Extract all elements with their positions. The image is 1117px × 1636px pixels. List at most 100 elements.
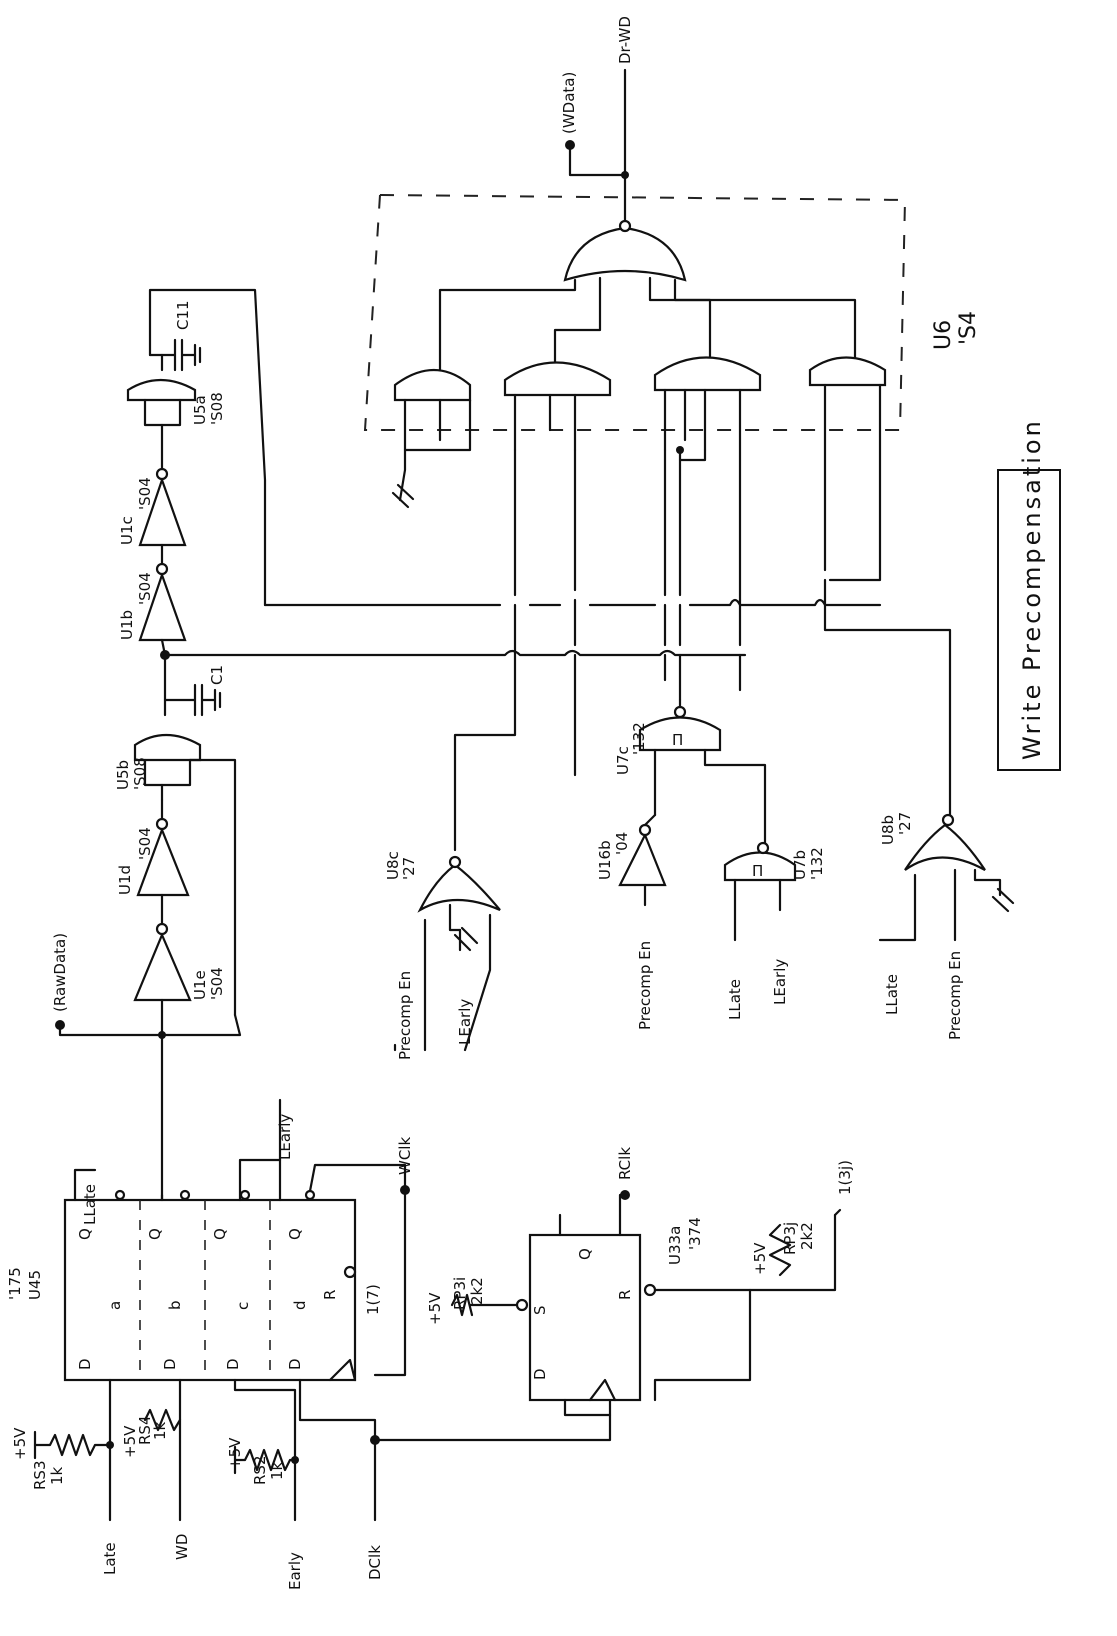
output-nets <box>565 68 629 227</box>
u8c-name: U8c <box>384 851 402 880</box>
u45-d-c: D <box>224 1358 242 1370</box>
rs3-value: 1k <box>48 1466 66 1485</box>
rclk-label: RClk <box>616 1147 634 1180</box>
rs2-name: RS2 <box>251 1456 269 1486</box>
u8c-input-a: Precomp En <box>396 971 414 1060</box>
u5b-name: U5b <box>114 760 132 790</box>
c1-capacitor <box>163 683 222 717</box>
u1b-inverter <box>138 543 187 717</box>
svg-text:Π: Π <box>672 731 683 749</box>
u5b-gate <box>133 734 237 1017</box>
u33-q: Q <box>576 1248 594 1260</box>
u16b-input: Precomp En <box>636 941 654 1030</box>
rs4-name: RS4 <box>136 1416 154 1446</box>
u8b-input-b: Precomp En <box>946 951 964 1040</box>
u8b-name: U8b <box>879 815 897 845</box>
u33-d: D <box>531 1368 549 1380</box>
rp3j-resistor <box>768 1208 842 1277</box>
u1b-name: U1b <box>118 610 136 640</box>
u45-sec-b: b <box>166 1300 184 1310</box>
u7b-input-a: LLate <box>726 979 744 1020</box>
u33-r: R <box>616 1290 634 1300</box>
rp3j-value: 2k2 <box>798 1222 816 1250</box>
u5b-part: 'S08 <box>131 757 149 790</box>
u16b-part: '04 <box>613 832 631 855</box>
u7b-gate: Π <box>723 841 797 942</box>
u45-d-d: D <box>286 1358 304 1370</box>
c11-label: C11 <box>174 300 192 330</box>
u45-d-b: D <box>161 1358 179 1370</box>
u45-q-c: Q <box>211 1228 229 1240</box>
u45-q-a: Q <box>76 1228 94 1240</box>
u45-r: R <box>321 1290 339 1300</box>
u1e-name: U1e <box>191 970 209 1000</box>
wclk-net <box>373 1185 410 1377</box>
wd-label: WD <box>173 1534 191 1560</box>
rp3j-supply: +5V <box>751 1242 769 1275</box>
llate-top-label: LLate <box>81 1184 99 1225</box>
rs3-supply: +5V <box>11 1427 29 1460</box>
u8c-gate <box>393 855 501 1052</box>
u45-inputs <box>33 1378 612 1522</box>
late-label: Late <box>101 1542 119 1575</box>
u45-q-b: Q <box>146 1228 164 1240</box>
wclk-label: WClk <box>396 1137 414 1175</box>
u33-part: '374 <box>686 1217 704 1250</box>
u5a-name: U5a <box>191 395 209 425</box>
u1e-part: 'S04 <box>208 967 226 1000</box>
rs2-supply: +5V <box>226 1437 244 1470</box>
u33-s: S <box>531 1305 549 1315</box>
early-label: Early <box>286 1552 304 1590</box>
ref-7-label: 1(7) <box>364 1284 382 1315</box>
u7c-name: U7c <box>614 746 632 775</box>
u45-name: U45 <box>26 1270 44 1300</box>
u7b-name: U7b <box>791 850 809 880</box>
u8c-input-b: LEarly <box>456 999 474 1045</box>
u1d-name: U1d <box>116 865 134 895</box>
title: Write Precompensation <box>1018 418 1046 760</box>
rp3i-supply: +5V <box>426 1292 444 1325</box>
rp3i-name: RP3i <box>451 1277 469 1310</box>
u5a-gate <box>126 338 202 427</box>
u6-and-gate-4 <box>808 356 952 817</box>
rs4-value: 1k <box>151 1421 169 1440</box>
u8b-input-a: LLate <box>883 974 901 1015</box>
u6-and-gate-3 <box>653 356 762 702</box>
u6-output-gate <box>438 219 857 382</box>
title-box <box>997 469 1061 771</box>
u45-sec-c: c <box>234 1302 252 1310</box>
u45-part: '175 <box>6 1267 24 1300</box>
u6-part: 'S4 <box>956 311 981 345</box>
c1-label: C1 <box>208 665 226 685</box>
u6-and-gate-1 <box>391 368 472 509</box>
u7b-part: '132 <box>808 847 826 880</box>
u45-q-d: Q <box>286 1228 304 1240</box>
u16b-inverter <box>618 813 667 907</box>
u5a-part: 'S08 <box>208 392 226 425</box>
u1c-part: 'S04 <box>136 477 154 510</box>
u8b-gate <box>878 813 1015 942</box>
u1e-inverter <box>55 893 242 1202</box>
u1b-part: 'S04 <box>136 572 154 605</box>
bus-wires <box>148 288 882 657</box>
dclk-label: DClk <box>366 1545 384 1580</box>
u1d-part: 'S04 <box>136 827 154 860</box>
rp3i-value: 2k2 <box>468 1277 486 1305</box>
u33-name: U33a <box>666 1226 684 1265</box>
u1c-inverter <box>138 423 187 547</box>
u7b-input-b: LEarly <box>771 959 789 1005</box>
svg-text:Π: Π <box>752 862 763 880</box>
u16b-name: U16b <box>596 840 614 880</box>
wdata-label: (WData) <box>560 72 578 134</box>
u7c-gate: Π <box>638 698 767 852</box>
learly-top-label: LEarly <box>276 1114 294 1160</box>
u6-and-gate-2 <box>453 361 612 852</box>
rs4-supply: +5V <box>121 1425 139 1458</box>
u8b-part: '27 <box>896 812 914 835</box>
rp3j-name: RP3j <box>781 1222 799 1255</box>
u6-name: U6 <box>931 320 956 350</box>
rs3-name: RS3 <box>31 1461 49 1491</box>
u33-chip <box>450 1190 837 1417</box>
dr-wd-label: Dr-WD <box>616 16 634 64</box>
